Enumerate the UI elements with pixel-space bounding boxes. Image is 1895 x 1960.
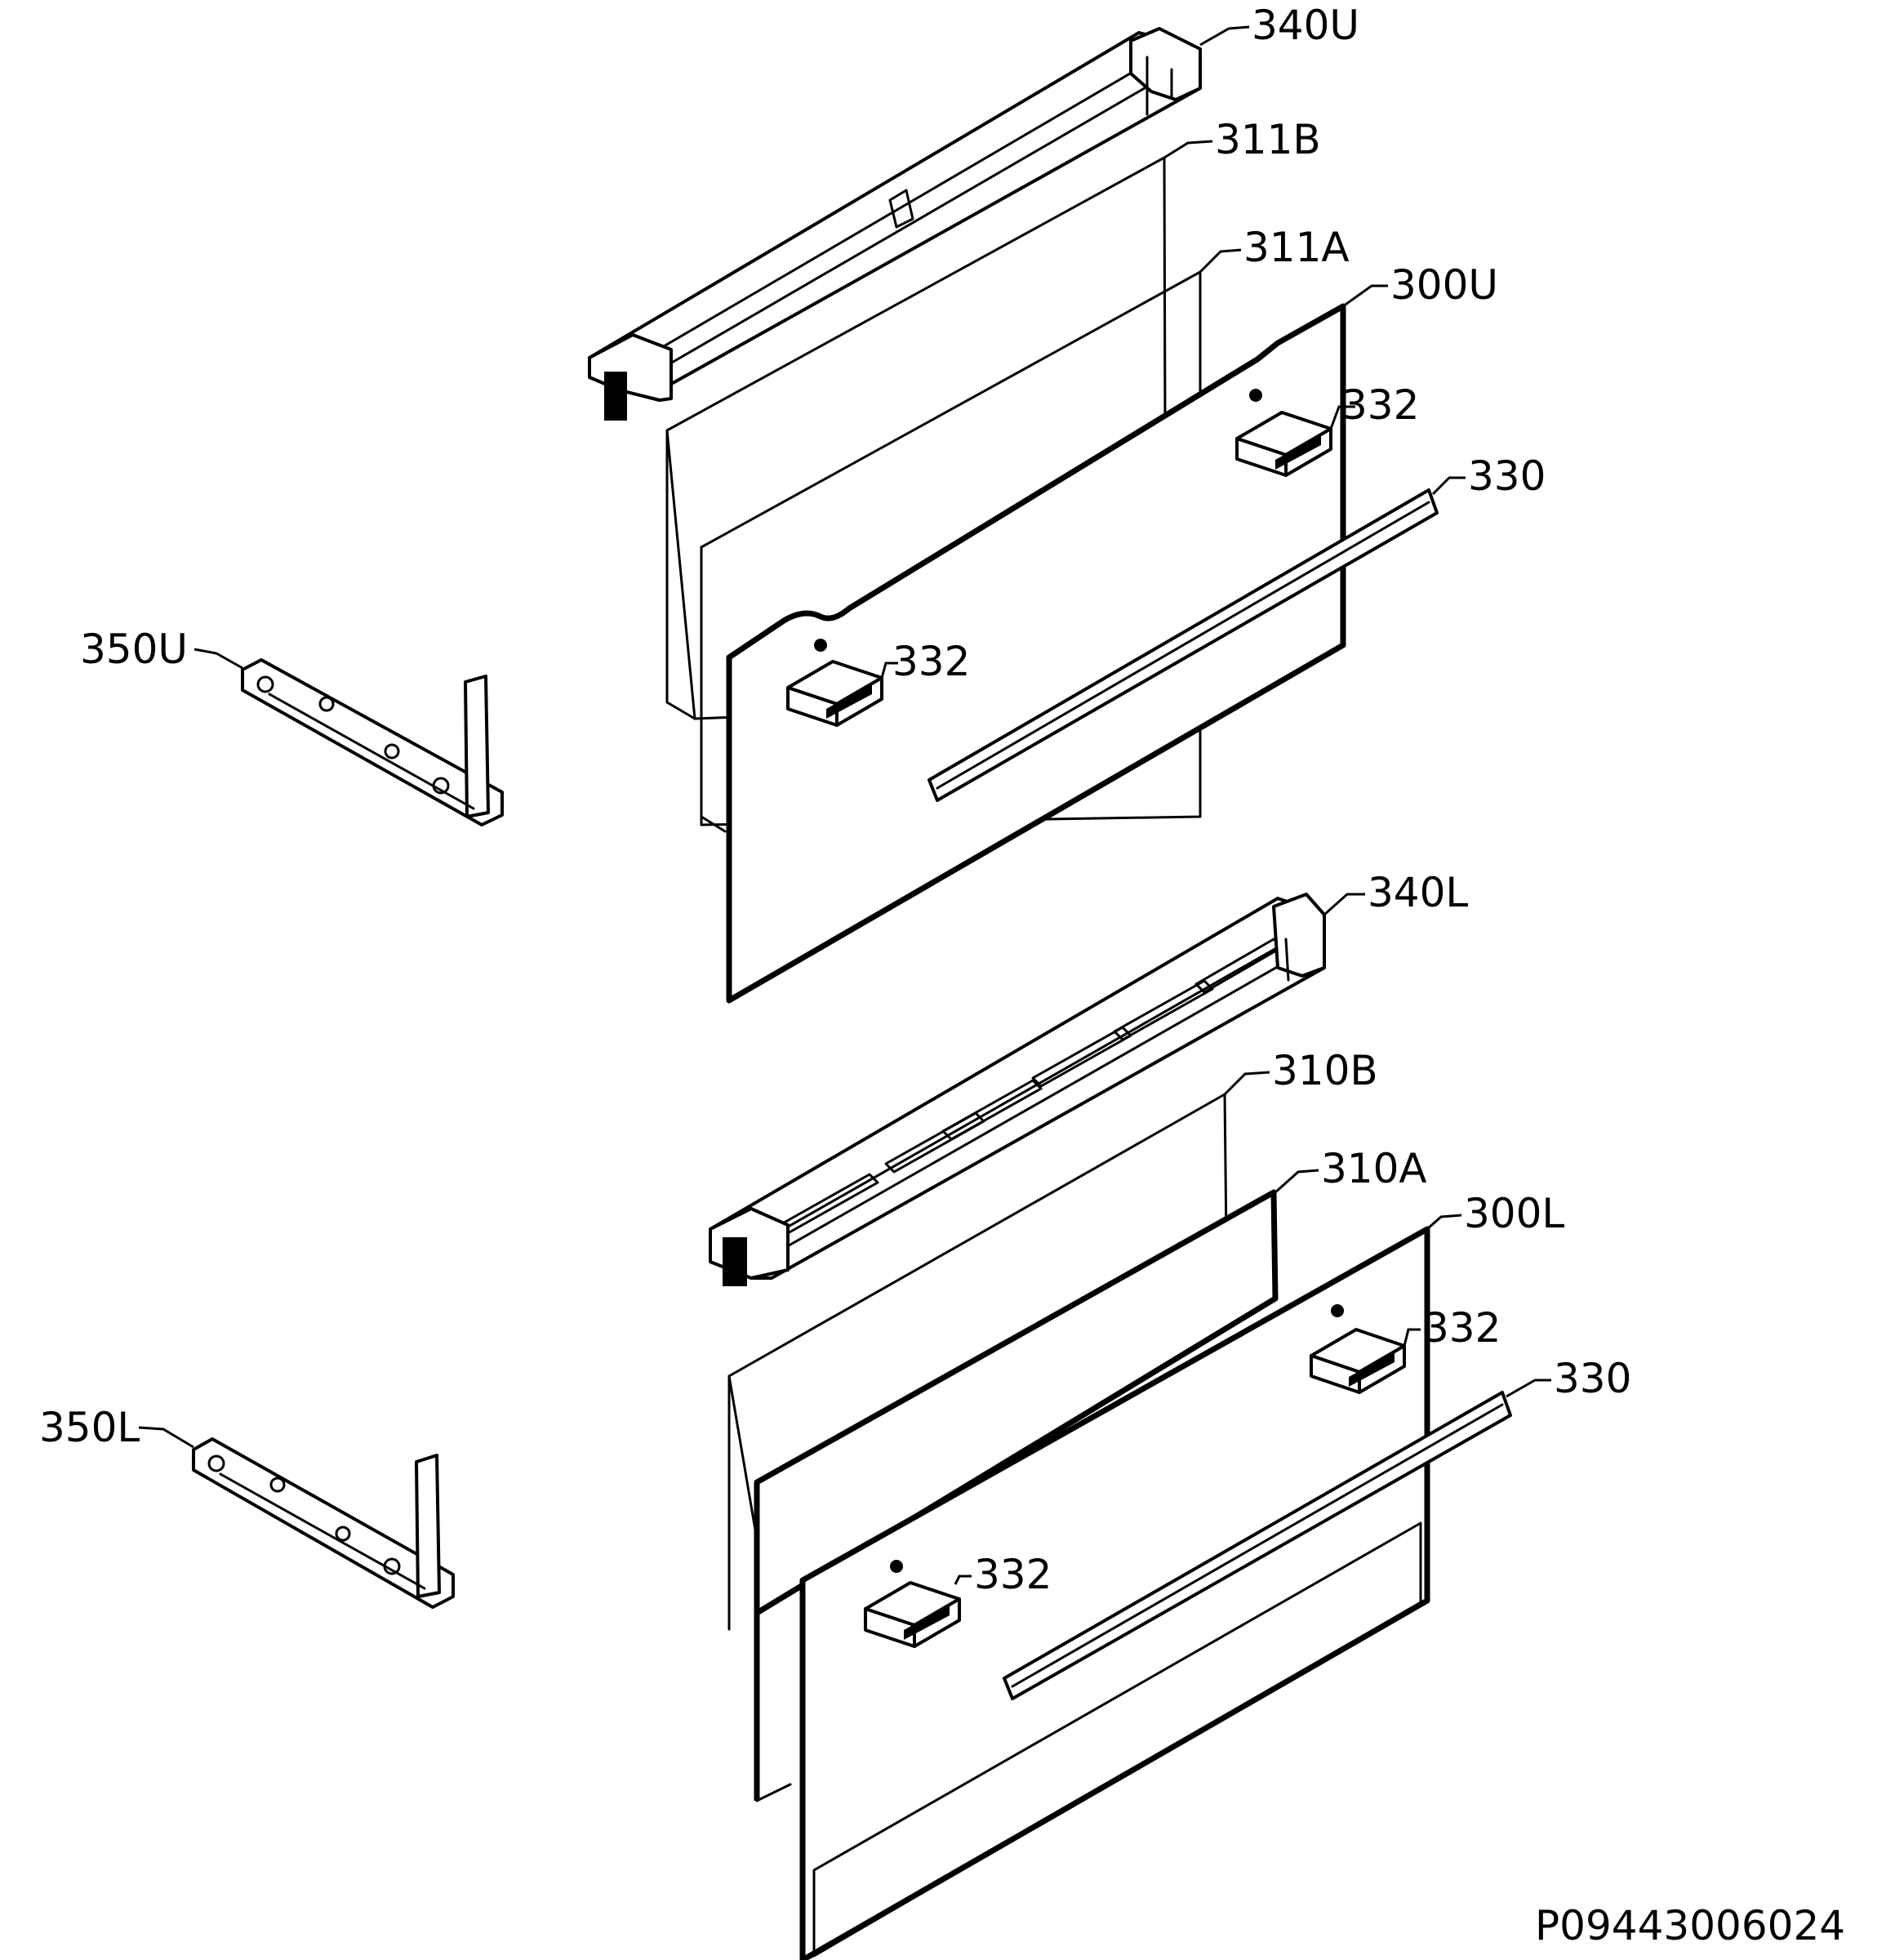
upper-door-screw-hole-left-icon	[814, 639, 827, 652]
callout-350L: 350L	[39, 1404, 140, 1451]
part-350U-upper-hinge	[241, 658, 504, 826]
callout-310B: 310B	[1272, 1047, 1378, 1094]
upper-door-screw-hole-right-icon	[1249, 389, 1262, 402]
part-340L-lower-profile	[709, 893, 1326, 1286]
callout-332-upper-left: 332	[892, 638, 970, 685]
callout-340L: 340L	[1368, 869, 1468, 916]
drawing-number: P09443006024	[1535, 1902, 1845, 1949]
lower-door-screw-hole-left-icon	[890, 1560, 903, 1573]
callout-300L: 300L	[1464, 1190, 1564, 1237]
lower-profile-vent-icon	[723, 1237, 747, 1286]
callout-350U: 350U	[80, 626, 188, 673]
callout-300U: 300U	[1390, 261, 1498, 309]
lower-door-screw-hole-right-icon	[1331, 1304, 1344, 1317]
callout-330-lower: 330	[1554, 1355, 1631, 1402]
callout-340U: 340U	[1252, 2, 1359, 49]
part-332-upper-left-block	[786, 660, 883, 727]
callout-332-lower-left: 332	[974, 1551, 1052, 1598]
part-330-lower-handle	[1003, 1391, 1512, 1700]
part-311A-middle-glass	[700, 270, 1202, 833]
part-350L-lower-hinge	[192, 1437, 455, 1609]
callout-311A: 311A	[1243, 224, 1350, 271]
part-310A-middle-glass	[754, 1189, 1279, 1802]
part-332-lower-left-block	[864, 1581, 961, 1648]
callout-311B: 311B	[1215, 116, 1321, 163]
leader-lines	[138, 25, 1551, 1585]
part-300U-upper-door-panel	[726, 303, 1346, 1004]
callout-332-lower-right: 332	[1423, 1304, 1501, 1352]
callout-330-upper: 330	[1468, 452, 1546, 500]
callout-332-upper-right: 332	[1341, 381, 1419, 429]
part-340U-upper-profile	[588, 27, 1202, 421]
upper-profile-vent-icon	[604, 372, 627, 421]
part-300L-lower-door-panel	[799, 1226, 1430, 1960]
part-330-upper-handle	[927, 488, 1439, 802]
callout-310A: 310A	[1321, 1145, 1427, 1192]
